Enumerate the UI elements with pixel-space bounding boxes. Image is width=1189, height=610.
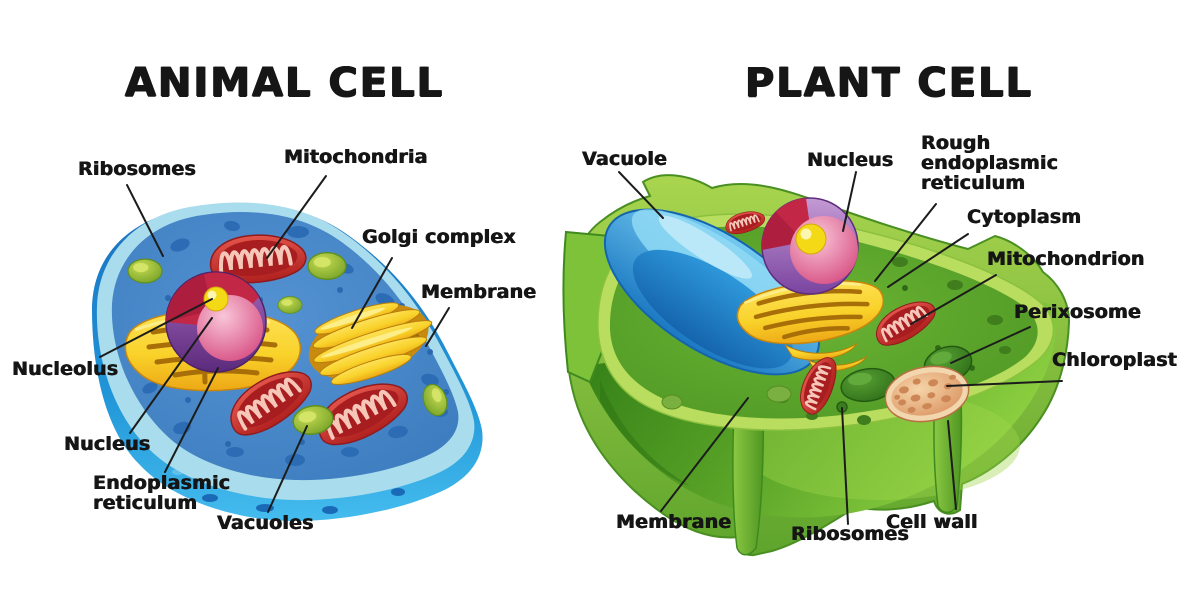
label-ribosomes-plant: Ribosomes <box>791 523 909 545</box>
plant-olive-blob <box>661 394 683 410</box>
animal-vacuole-blob <box>307 251 347 281</box>
label-cell-wall: Cell wall <box>886 511 978 533</box>
leader-ribosomes-animal <box>126 184 164 257</box>
leader-vacuoles-animal <box>267 425 308 513</box>
label-ribosomes-animal: Ribosomes <box>78 158 196 180</box>
leader-lines <box>99 171 1063 525</box>
leader-cell-wall <box>947 420 957 510</box>
plant-chloroplast <box>884 365 970 423</box>
label-chloroplast: Chloroplast <box>1052 349 1177 371</box>
label-membrane-plant: Membrane <box>616 511 732 533</box>
plant-cell-illustration <box>562 174 1071 557</box>
leader-membrane-plant <box>660 397 749 512</box>
label-membrane-animal: Membrane <box>421 281 537 303</box>
leader-chloroplast <box>946 380 1063 387</box>
label-golgi-complex: Golgi complex <box>362 226 516 248</box>
label-rough-endoplasmic-reticulum: Rough endoplasmic reticulum <box>921 132 1059 194</box>
leader-membrane-animal <box>425 307 450 347</box>
leader-ribosomes-plant <box>841 407 849 525</box>
leader-mitochondria-animal <box>266 175 327 259</box>
animal-cell-title: ANIMAL CELL <box>125 60 445 106</box>
leader-nucleolus <box>99 298 213 358</box>
label-vacuole-plant: Vacuole <box>582 148 668 170</box>
plant-olive-blob <box>766 385 792 403</box>
leader-mitochondrion-plant <box>910 274 997 325</box>
animal-golgi-complex <box>308 302 433 385</box>
animal-vacuole-blob <box>277 296 303 314</box>
label-endoplasmic-reticulum: Endoplasmic reticulum <box>93 472 231 514</box>
animal-cell-illustration <box>92 202 483 522</box>
leader-nucleus-animal <box>129 317 213 434</box>
label-cytoplasm: Cytoplasm <box>967 206 1082 228</box>
label-perixosome: Perixosome <box>1014 301 1142 323</box>
plant-nucleus <box>761 197 859 295</box>
plant-cell-title: PLANT CELL <box>745 60 1034 106</box>
leader-golgi-complex <box>351 257 393 329</box>
leader-endoplasmic-reticulum <box>164 367 219 473</box>
leader-cytoplasm <box>887 233 969 288</box>
animal-vacuole-blob <box>127 258 163 284</box>
plant-rough-er <box>736 279 885 372</box>
label-nucleolus: Nucleolus <box>12 358 119 380</box>
leader-vacuole-plant <box>618 171 664 219</box>
animal-nucleus-inner <box>197 295 263 361</box>
label-vacuoles-animal: Vacuoles <box>217 512 314 534</box>
animal-nucleolus <box>203 286 229 312</box>
plant-nucleolus <box>795 223 827 255</box>
label-nucleus-animal: Nucleus <box>64 433 151 455</box>
leader-rough-er <box>874 203 937 282</box>
leader-perixosome <box>950 326 1031 364</box>
leader-nucleus-plant <box>842 171 857 232</box>
animal-nucleus <box>165 271 267 373</box>
label-mitochondria-animal: Mitochondria <box>284 146 428 168</box>
label-nucleus-plant: Nucleus <box>807 149 894 171</box>
label-mitochondrion-plant: Mitochondrion <box>987 248 1145 270</box>
